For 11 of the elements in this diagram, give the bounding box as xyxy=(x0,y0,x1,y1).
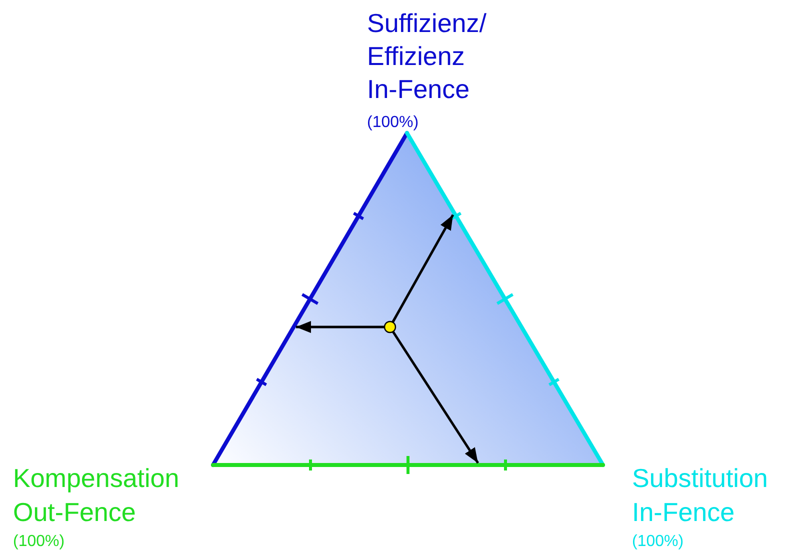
corner-label: Substitution In-Fence xyxy=(632,462,769,529)
percent-label: (100%) xyxy=(632,532,684,550)
percent-label: (100%) xyxy=(13,532,65,550)
percent-label: (100%) xyxy=(367,114,419,132)
dot-icon xyxy=(384,320,396,334)
arrow xyxy=(296,321,384,333)
arrow xyxy=(392,330,480,464)
arrow xyxy=(392,214,454,323)
corner-label: Kompensation Out-Fence xyxy=(13,462,180,529)
corner-label: Suffizienz/ Effizienz In-Fence xyxy=(367,6,488,106)
ternary-triangle xyxy=(211,131,605,474)
